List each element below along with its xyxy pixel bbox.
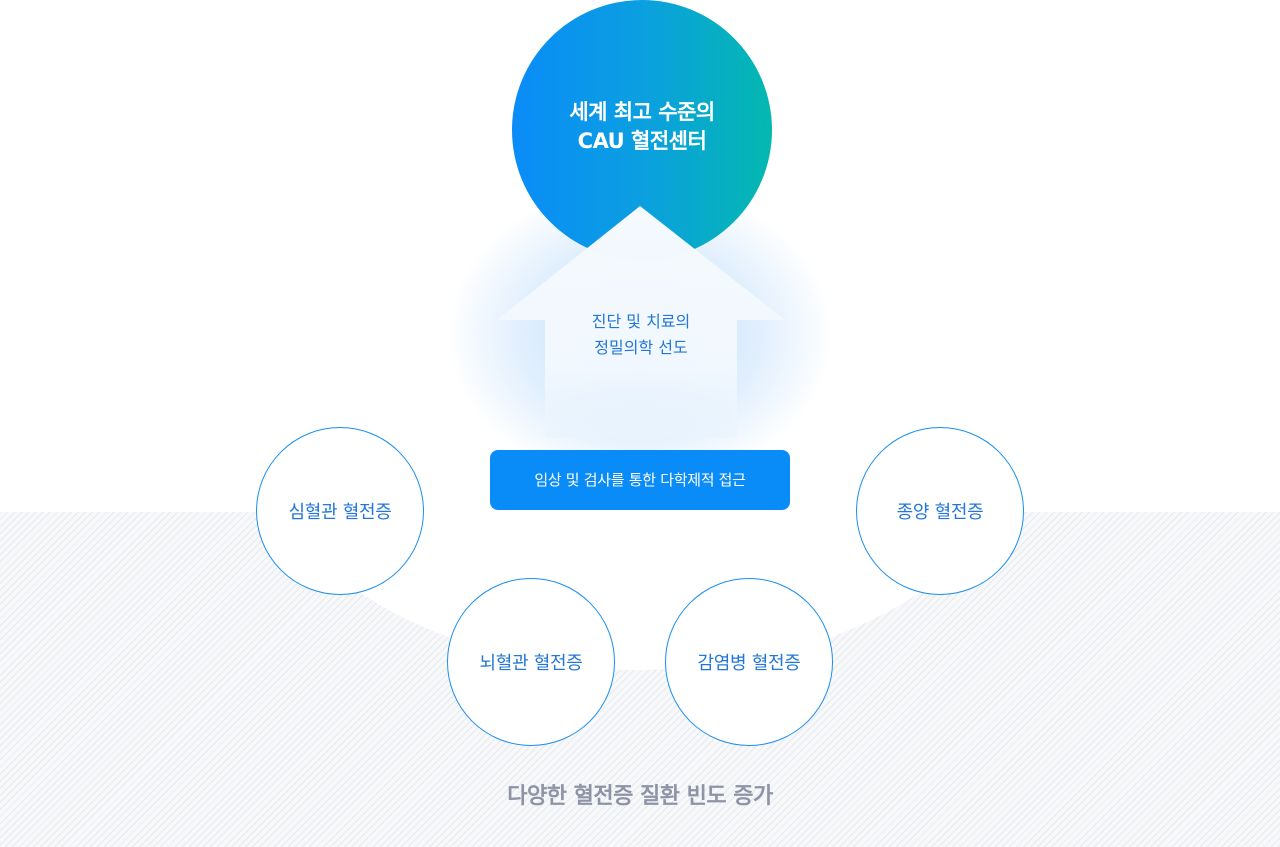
top-circle-title: 세계 최고 수준의 CAU 혈전센터 xyxy=(512,98,772,156)
disease-circle-tumor: 종양 혈전증 xyxy=(856,427,1024,595)
bottom-caption: 다양한 혈전증 질환 빈도 증가 xyxy=(507,784,773,809)
arrow-label: 진단 및 치료의 정밀의학 선도 xyxy=(545,309,737,361)
disease-circle-cardiovascular: 심혈관 혈전증 xyxy=(256,427,424,595)
disease-circle-infectious: 감염병 혈전증 xyxy=(665,578,833,746)
top-circle-line-2: CAU 혈전센터 xyxy=(577,129,707,153)
top-circle-line-1: 세계 최고 수준의 xyxy=(569,100,715,124)
disease-circle-cerebrovascular: 뇌혈관 혈전증 xyxy=(447,578,615,746)
arrow-shape xyxy=(497,206,785,438)
multidisciplinary-approach-box: 임상 및 검사를 통한 다학제적 접근 xyxy=(490,450,790,510)
arrow-label-line-2: 정밀의학 선도 xyxy=(594,338,688,357)
arrow-label-line-1: 진단 및 치료의 xyxy=(591,312,691,331)
